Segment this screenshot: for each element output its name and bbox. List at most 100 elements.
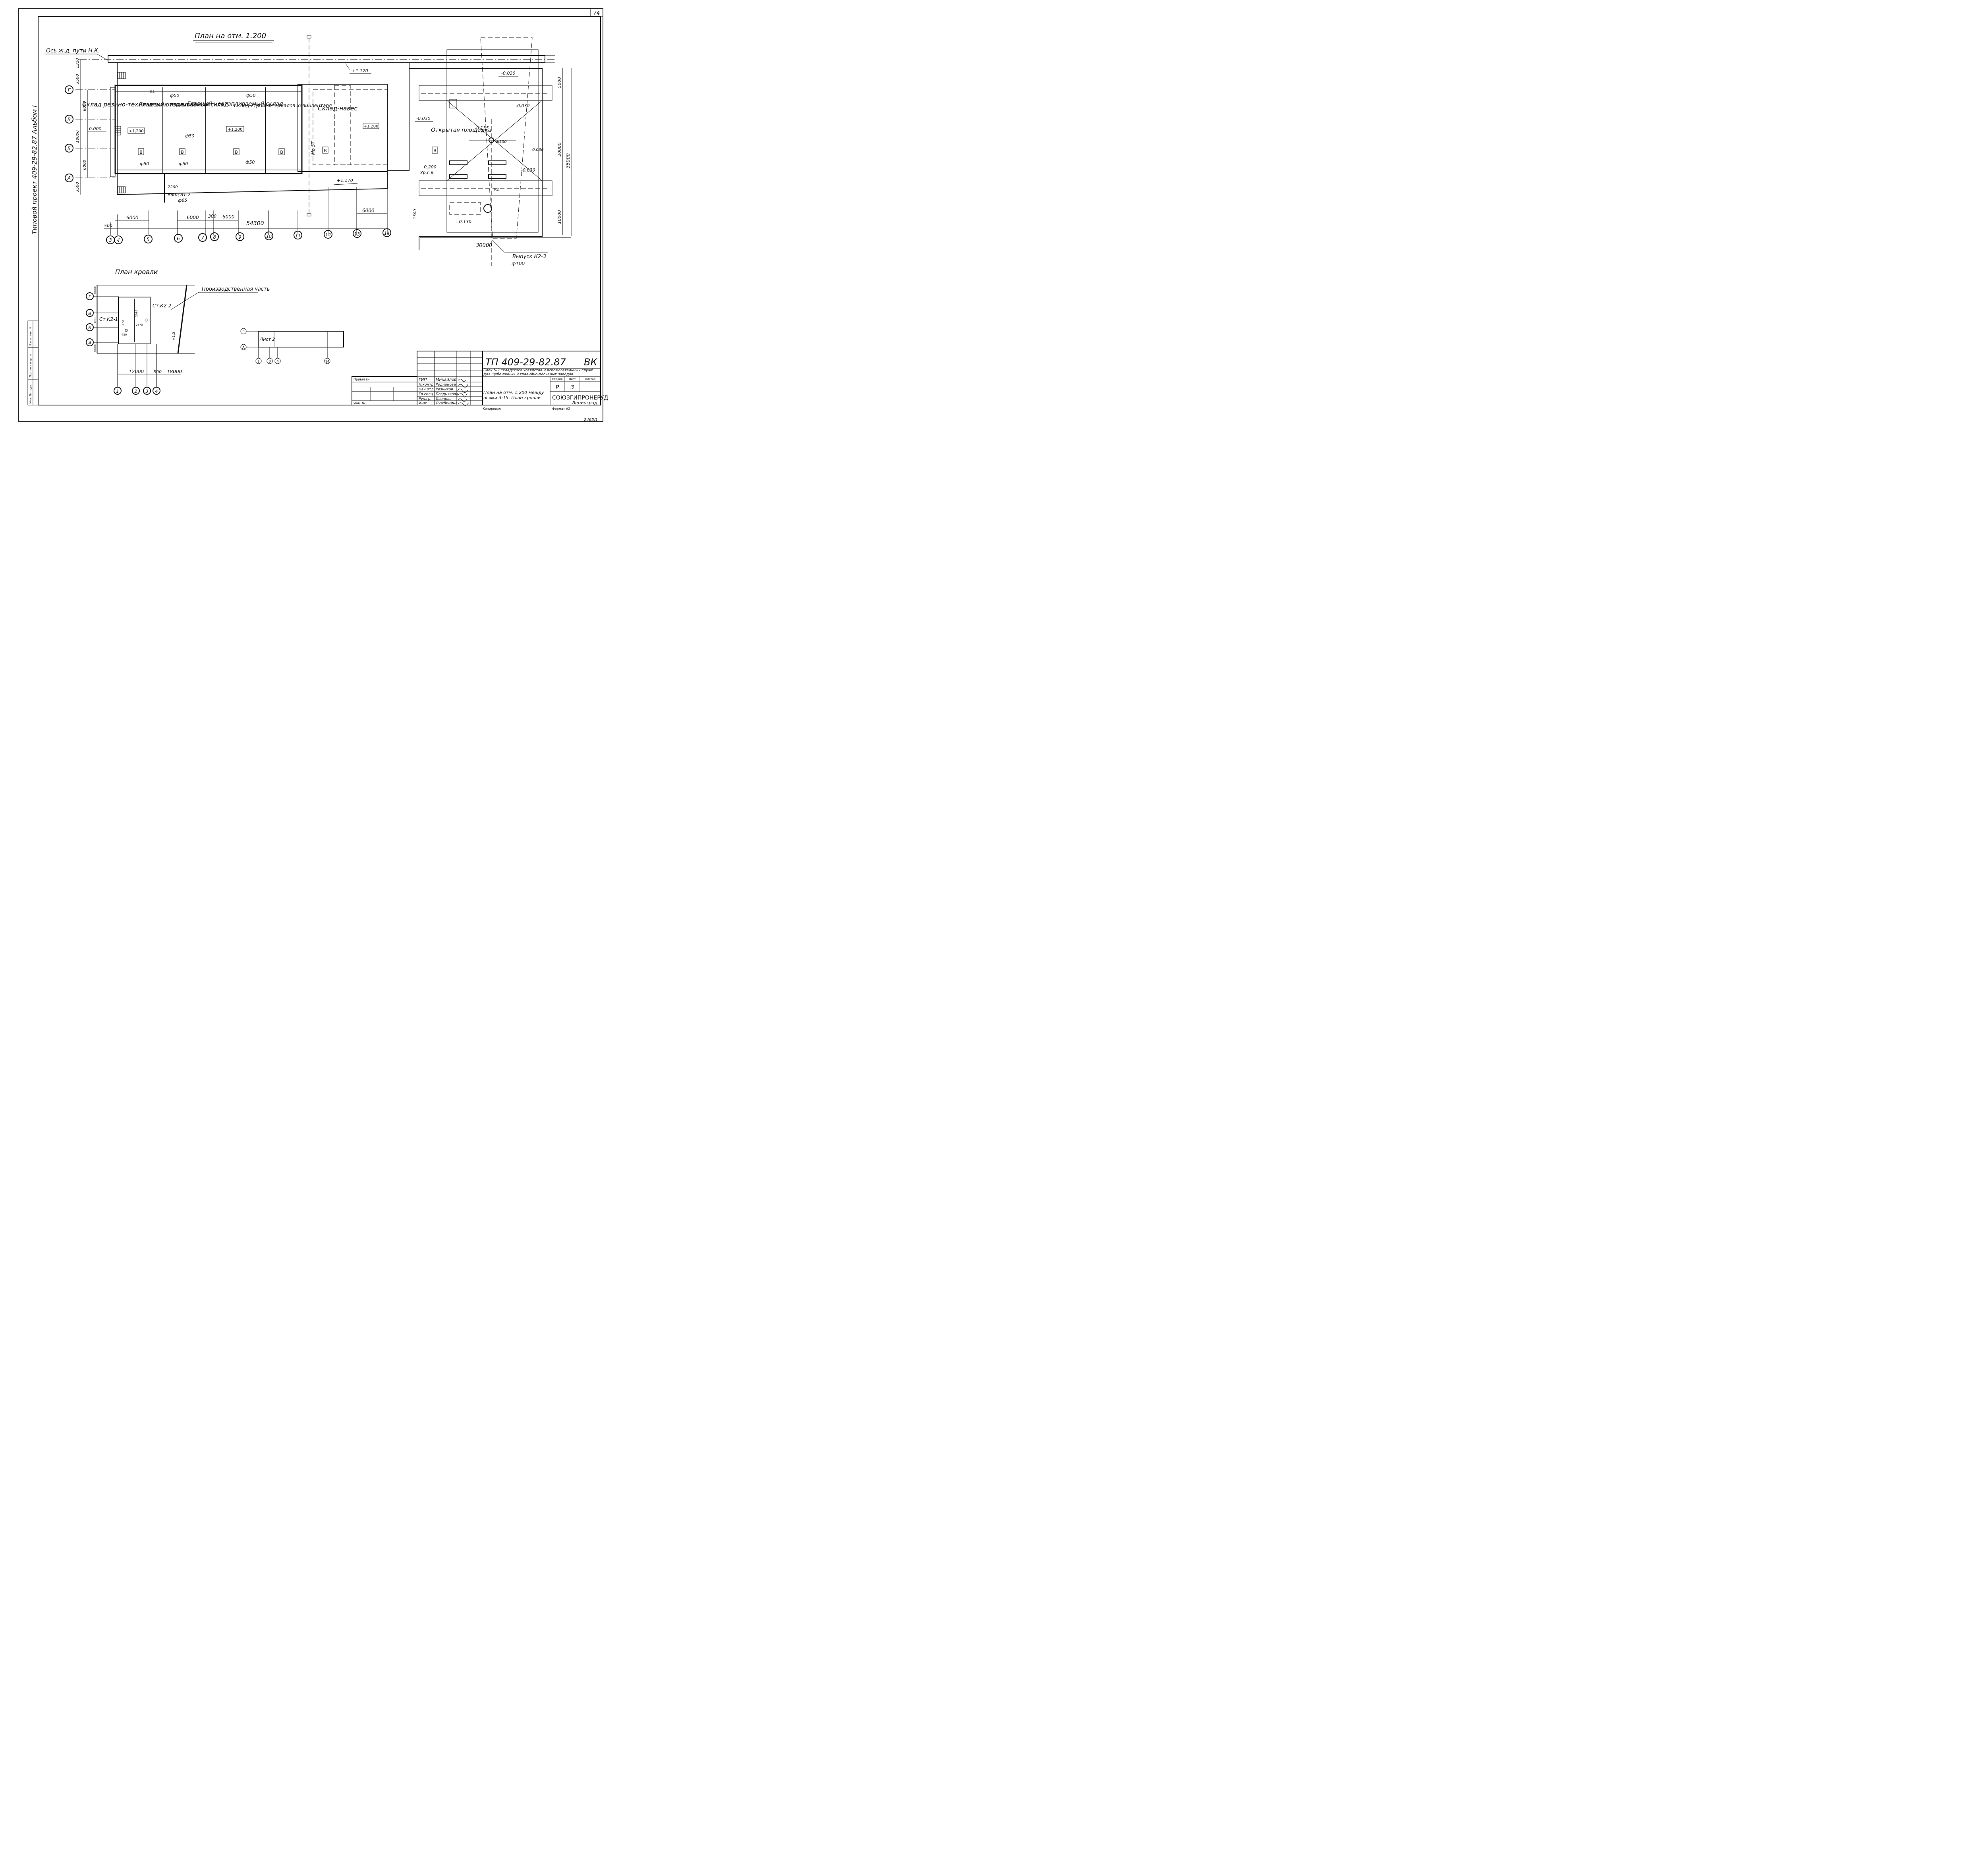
roof-dim-370: 370 [122, 320, 125, 326]
row-axis-a: А [67, 176, 71, 181]
col-axis-9: 9 [238, 234, 241, 240]
name-inzh: Лужбинина [435, 401, 458, 405]
roof-col-4: 4 [155, 389, 158, 394]
outlet-label: Выпуск К2-3 [512, 254, 546, 260]
outlet-diameter: ф100 [512, 261, 525, 266]
mark-m130: - 0,130 [456, 219, 471, 224]
col-axis-3: 3 [109, 237, 112, 243]
room-name: Главный неотапливаемый склад [187, 101, 283, 107]
room-category: В [181, 150, 184, 155]
roof-dim-2875: 2875 [136, 323, 143, 326]
right-dim-35000: 35000 [565, 153, 571, 168]
roof-plan: План кровли Производственная часть Ст.К2… [86, 268, 270, 395]
format-label: Формат А2 [552, 407, 570, 411]
roof-row-dim-18000: 18000 [93, 314, 97, 324]
organization: СОЮЗГИПРОНЕРУД [552, 395, 608, 401]
col-axis-4: 4 [117, 237, 120, 243]
sheet-value: 3 [571, 384, 574, 391]
roof-slope: i=1.5 [172, 332, 176, 342]
key-row-g: Г [242, 330, 245, 334]
pipe-d50-6: ф50 [245, 160, 255, 165]
drawing-sheet: 74 2465/1 Типовой проект 409-29-82.87 Ал… [0, 0, 623, 429]
roof-row-a: А [88, 340, 91, 345]
name-rukgr: Иванова [436, 397, 452, 401]
dim-30000: 30000 [476, 243, 492, 249]
signatures: ГИП Михайлов Н.контр. Родионова Нач.отд.… [419, 378, 469, 406]
room-mark: +1,200 [129, 129, 143, 133]
mark-plus-1170-bottom: +1.170 [337, 178, 353, 183]
mark-m030-2: -0,030 [516, 103, 529, 108]
col-axis-8: 8 [213, 234, 216, 240]
key-col-3: 3 [269, 360, 271, 364]
header-sheets: Листов [585, 378, 595, 381]
role-inzh: Инж. [419, 401, 428, 405]
name-gip: Михайлов [436, 378, 456, 382]
bound-label: Привязан [354, 378, 369, 381]
col-axis-14: 14 [384, 231, 390, 236]
key-sheet-label: Лист 2 [259, 337, 275, 342]
mark-m030-1: -0,030 [501, 71, 515, 76]
roof-row-dim-6000-top: 6000 [93, 286, 97, 294]
canopy-outline [298, 84, 388, 172]
row-dim-6000-bottom: 6000 [83, 160, 87, 170]
right-dimensions: 5000 20000 35000 10000 30000 Выпуск К2-3… [420, 68, 572, 266]
open-area-name: Открытая площадка [431, 127, 491, 133]
inv-label: Инв. № [354, 401, 365, 405]
room-5: Склад-навес +1.200 В [318, 105, 379, 154]
role-gip: ГИП [419, 378, 427, 382]
role-rukgr: Рук.гр. [419, 397, 431, 401]
pipe-d50-2: ф50 [246, 93, 255, 98]
groundwater-label: Ур.г.в. [420, 170, 435, 175]
roof-dim-2080: 2080 [135, 310, 138, 317]
room-name: Склад стройматериалов хозинвентаря [234, 103, 332, 108]
key-col-1: 1 [257, 360, 260, 364]
col-dim-6000-2: 6000 [187, 215, 199, 220]
column-axes: 3 4 5 6 7 8 9 10 11 12 13 14 500 6000 60… [104, 187, 417, 244]
pipe-d50-1: ф50 [170, 93, 179, 98]
col-dim-1500: 1500 [413, 209, 417, 219]
pipe-d100: ф100 [496, 140, 507, 144]
role-nachotd: Нач.отд. [419, 388, 435, 392]
row-dim-6000-top: 6000 [83, 101, 87, 111]
roof-dim-450: 450 [122, 333, 127, 336]
roof-col-2: 2 [135, 389, 137, 394]
col-axis-12: 12 [325, 232, 331, 237]
roof-col-dim-500: 500 [153, 369, 162, 374]
title-block: Привязан Инв. № ТП 409-29-82.87 ВК Блок … [352, 351, 608, 411]
row-dim-3500-top: 3500 [75, 74, 80, 84]
row-dim-1320: 1320 [75, 58, 80, 68]
open-area-category: В [433, 148, 437, 153]
roof-col-3: 3 [146, 389, 149, 394]
side-project-label: Типовой проект 409-29-82.87 Альбом I [31, 105, 38, 234]
room-category: В [139, 150, 143, 155]
corner-number: 2465/1 [584, 418, 598, 422]
mark-m030-4: 0,030 [532, 148, 544, 152]
col-dim-54300: 54300 [246, 220, 264, 227]
open-area: Открытая площадка В [409, 37, 553, 266]
mark-p200: +0,200 [420, 164, 437, 170]
side-strip-sign: Подпись и дата [29, 354, 32, 377]
room-name: Склад резино-технических изделий [82, 101, 196, 108]
col-dim-6000-3: 6000 [222, 214, 235, 220]
pipe-k2: К2 [494, 188, 499, 192]
room-name: Главный отапливаемый склад [139, 102, 228, 108]
rail-axis-label: Ось ж.д. пути Н.К. [46, 48, 100, 54]
right-dim-5000: 5000 [557, 77, 562, 88]
plan-title: План на отм. 1.200 [195, 32, 266, 40]
row-axes: Г В Б А 1320 3500 6000 18000 6000 3500 [65, 58, 115, 195]
role-nkontr: Н.контр. [419, 383, 435, 387]
row-dim-18000: 18000 [75, 130, 80, 143]
mark-0000: 0.000 [89, 126, 102, 131]
roof-outline [118, 297, 151, 344]
page-number: 74 [593, 10, 600, 16]
right-dim-20000: 20000 [557, 143, 562, 156]
header-sheet: Лист [569, 378, 576, 381]
pipe-d50-3: ф50 [185, 133, 194, 139]
room-1: Склад резино-технических изделий +1,200 … [82, 101, 196, 155]
water-inlet-diameter: ф65 [178, 198, 187, 203]
sheet-title: План на отм. 1.200 между осями 3-15. Пла… [483, 390, 544, 400]
stage-value: Р [556, 384, 559, 391]
city: Ленинград [572, 400, 597, 405]
roof-row-dim-6000-bottom: 6000 [93, 344, 97, 352]
row-axis-b: Б [68, 146, 71, 151]
